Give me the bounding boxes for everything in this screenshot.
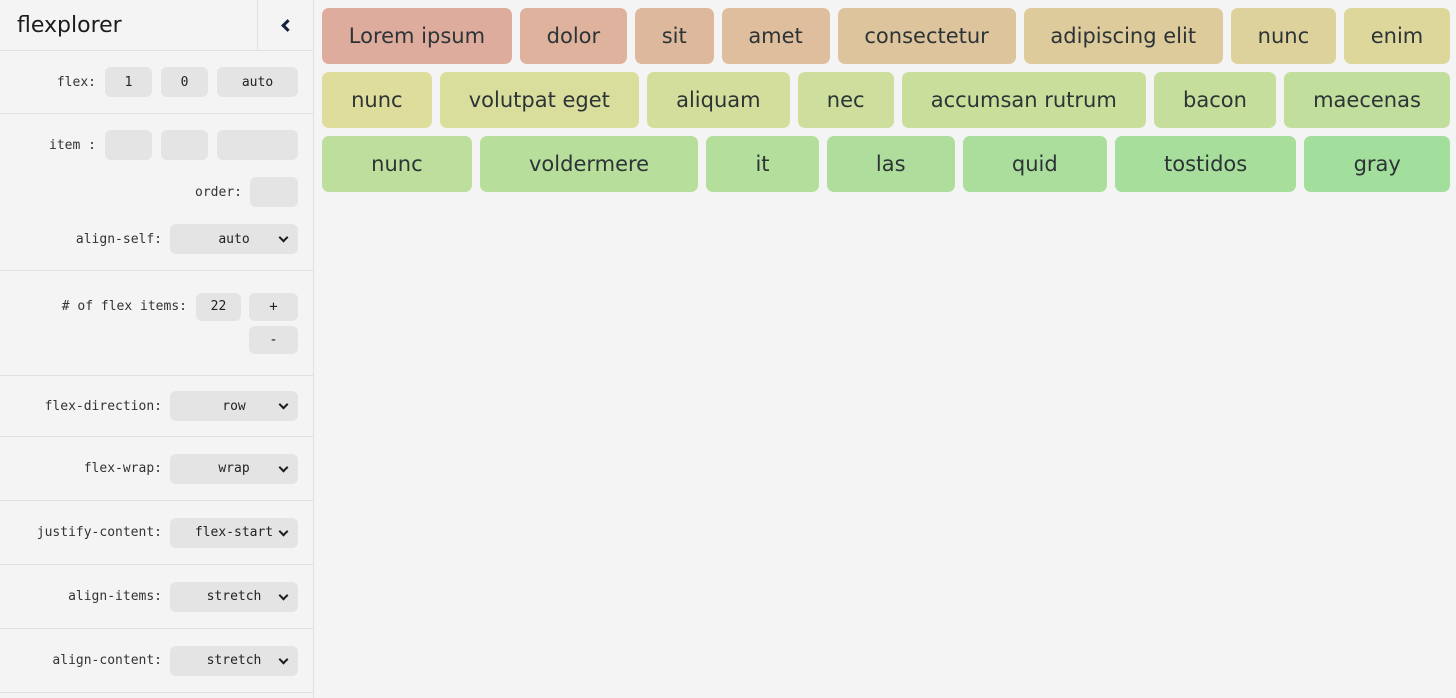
- chevron-down-icon: [278, 654, 289, 664]
- flex-item: quid: [962, 136, 1107, 192]
- item-shrink-input[interactable]: [161, 130, 208, 160]
- flex-label: flex:: [56, 74, 96, 90]
- increment-button[interactable]: +: [249, 292, 298, 321]
- align-items-label: align-items:: [68, 589, 162, 604]
- justify-content-label: justify-content:: [36, 525, 162, 540]
- align-items-section: align-items: stretch: [0, 565, 313, 629]
- flex-item: volutpat eget: [439, 72, 639, 128]
- flex-item: maecenas: [1284, 72, 1451, 128]
- chevron-down-icon: [278, 462, 289, 472]
- sidebar-collapse-button[interactable]: [258, 0, 313, 50]
- flex-wrap-section: flex-wrap: wrap: [0, 437, 313, 501]
- flex-wrap-label: flex-wrap:: [83, 461, 162, 476]
- align-items-select[interactable]: stretch: [170, 581, 298, 612]
- justify-content-value: flex-start: [194, 525, 274, 540]
- item-label: item :: [49, 137, 96, 153]
- sidebar: flexplorer flex: item : order: align-sel…: [0, 0, 314, 698]
- item-basis-input[interactable]: [217, 130, 298, 160]
- flex-item: enim: [1343, 8, 1451, 64]
- flex-item: voldermere: [479, 136, 699, 192]
- align-self-select[interactable]: auto: [170, 224, 298, 254]
- chevron-down-icon: [278, 399, 289, 410]
- chevron-left-icon: [280, 18, 294, 32]
- flex-item: tostidos: [1114, 136, 1297, 192]
- flex-item: dolor: [519, 8, 627, 64]
- chevron-down-icon: [278, 590, 289, 600]
- align-content-label: align-content:: [52, 653, 162, 668]
- align-content-value: stretch: [206, 653, 262, 668]
- flex-item: aliquam: [647, 72, 790, 128]
- flex-wrap-select[interactable]: wrap: [170, 453, 298, 484]
- flex-direction-section: flex-direction: row: [0, 376, 313, 437]
- chevron-down-icon: [278, 526, 289, 536]
- justify-content-select[interactable]: flex-start: [170, 517, 298, 548]
- flex-item: nunc: [322, 72, 432, 128]
- flex-shorthand-section: flex:: [0, 51, 313, 114]
- flex-direction-value: row: [222, 398, 246, 414]
- flex-grow-input[interactable]: [105, 67, 152, 97]
- flex-shrink-input[interactable]: [161, 67, 208, 97]
- item-section: item : order: align-self: auto: [0, 114, 313, 271]
- flex-item: adipiscing elit: [1023, 8, 1223, 64]
- flex-direction-select[interactable]: row: [170, 391, 298, 421]
- order-input[interactable]: [250, 177, 298, 207]
- order-label: order:: [195, 184, 242, 200]
- flex-item: nunc: [1230, 8, 1336, 64]
- flex-item: accumsan rutrum: [901, 72, 1146, 128]
- align-self-value: auto: [218, 231, 250, 247]
- flex-item: nec: [797, 72, 894, 128]
- flex-item: amet: [721, 8, 830, 64]
- flex-count-input[interactable]: [196, 292, 241, 321]
- flex-item: it: [706, 136, 819, 192]
- flex-item: bacon: [1153, 72, 1276, 128]
- flex-item: nunc: [322, 136, 472, 192]
- align-content-select[interactable]: stretch: [170, 645, 298, 676]
- chevron-down-icon: [278, 232, 289, 243]
- align-content-section: align-content: stretch: [0, 629, 313, 693]
- flex-item: las: [826, 136, 955, 192]
- align-items-value: stretch: [206, 589, 262, 604]
- app-title: flexplorer: [0, 0, 258, 50]
- justify-content-section: justify-content: flex-start: [0, 501, 313, 565]
- flex-wrap-value: wrap: [218, 461, 250, 476]
- sidebar-header: flexplorer: [0, 0, 313, 51]
- flex-item: sit: [634, 8, 714, 64]
- item-grow-input[interactable]: [105, 130, 152, 160]
- flex-item: gray: [1304, 136, 1451, 192]
- flex-count-label: # of flex items:: [61, 298, 187, 314]
- flex-basis-input[interactable]: [217, 67, 298, 97]
- align-self-label: align-self:: [75, 231, 162, 247]
- flex-item: consectetur: [837, 8, 1016, 64]
- decrement-button[interactable]: -: [249, 325, 298, 354]
- flex-count-section: # of flex items: + -: [0, 271, 313, 376]
- flex-item: Lorem ipsum: [322, 8, 512, 64]
- flex-direction-label: flex-direction:: [44, 398, 162, 414]
